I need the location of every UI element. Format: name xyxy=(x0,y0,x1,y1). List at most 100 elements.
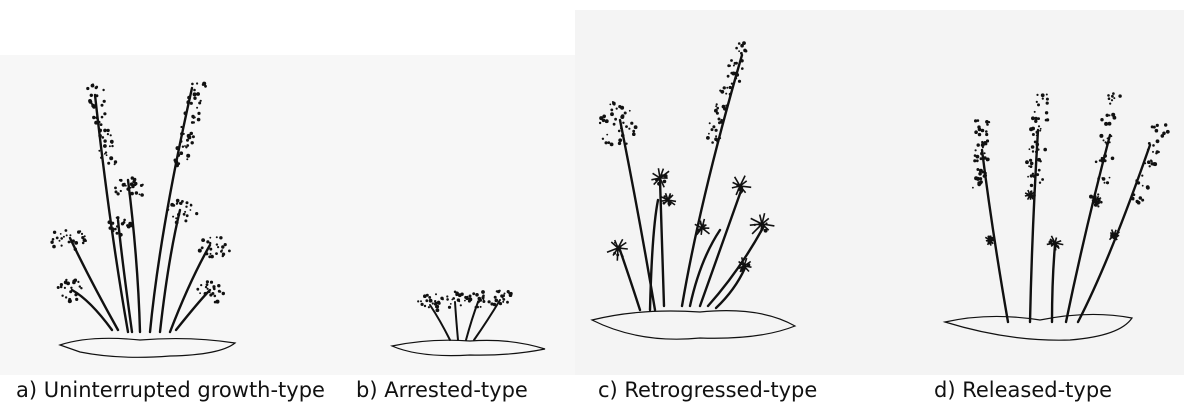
seed-dot xyxy=(1028,193,1032,197)
seed-dot xyxy=(621,134,625,138)
seed-dot xyxy=(657,182,661,186)
seed-dot xyxy=(450,303,452,305)
seed-dot xyxy=(745,50,748,53)
seed-dot xyxy=(205,286,207,288)
seed-dot xyxy=(65,229,68,232)
seed-dot xyxy=(480,306,482,308)
seed-dot xyxy=(632,132,636,136)
seed-dot xyxy=(56,237,59,240)
seed-dot xyxy=(1038,125,1040,127)
seed-dot xyxy=(620,106,624,110)
seed-dot xyxy=(613,123,616,126)
seed-dot xyxy=(1106,114,1109,117)
seed-dot xyxy=(605,121,607,123)
seed-dot xyxy=(467,296,469,298)
seed-dot xyxy=(101,104,104,107)
seed-dot xyxy=(985,133,988,136)
seed-dot xyxy=(198,249,202,253)
seed-dot xyxy=(1142,185,1144,187)
seed-dot xyxy=(1108,97,1111,100)
seed-dot xyxy=(66,282,70,286)
seed-dot xyxy=(106,129,109,132)
seed-dot xyxy=(436,305,440,309)
seed-dot xyxy=(1106,181,1109,184)
seed-dot xyxy=(81,233,83,235)
seed-dot xyxy=(446,295,448,297)
seed-dot xyxy=(109,226,112,229)
seed-dot xyxy=(98,150,100,152)
seed-dot xyxy=(1118,94,1121,97)
seed-dot xyxy=(175,221,179,225)
seed-dot xyxy=(983,175,986,178)
seed-dot xyxy=(711,141,714,144)
seed-dot xyxy=(738,80,741,83)
seed-dot xyxy=(446,298,449,301)
seed-dot xyxy=(116,225,118,227)
seed-dot xyxy=(1133,193,1136,196)
seed-dot xyxy=(985,130,988,133)
seed-dot xyxy=(112,230,114,232)
seed-dot xyxy=(1111,157,1115,161)
seed-dot xyxy=(448,306,451,309)
seed-dot xyxy=(57,286,60,289)
seed-dot xyxy=(452,297,455,300)
seed-dot xyxy=(114,228,117,231)
seed-dot xyxy=(502,298,505,301)
seed-dot xyxy=(740,44,744,48)
seed-dot xyxy=(428,296,431,299)
seed-dot xyxy=(630,122,633,125)
seed-dot xyxy=(66,234,68,236)
seed-dot xyxy=(209,291,211,293)
seed-dot xyxy=(1110,135,1112,137)
seed-dot xyxy=(481,296,484,299)
seed-dot xyxy=(1107,94,1110,97)
seed-dot xyxy=(179,202,182,205)
seed-dot xyxy=(725,105,727,107)
seed-dot xyxy=(103,112,106,115)
seed-dot xyxy=(175,217,177,219)
seed-dot xyxy=(1034,111,1036,113)
seed-dot xyxy=(668,202,672,206)
seed-dot xyxy=(743,263,746,266)
seed-dot xyxy=(1057,245,1060,248)
seed-dot xyxy=(974,176,978,180)
seed-dot xyxy=(103,139,106,142)
seed-dot xyxy=(979,169,983,173)
seed-dot xyxy=(91,103,93,105)
seed-dot xyxy=(725,93,727,95)
seed-dot xyxy=(140,184,143,187)
seed-dot xyxy=(1100,118,1103,121)
seed-dot xyxy=(602,138,604,140)
seed-dot xyxy=(423,294,427,298)
seed-dot xyxy=(716,103,718,105)
seed-dot xyxy=(606,134,608,136)
seed-dot xyxy=(219,291,221,293)
seed-dot xyxy=(495,299,499,303)
seed-dot xyxy=(210,281,213,284)
seed-dot xyxy=(988,241,992,245)
seed-dot xyxy=(103,144,107,148)
seed-dot xyxy=(715,105,717,107)
seed-dot xyxy=(61,295,63,297)
seed-dot xyxy=(984,142,987,145)
seed-dot xyxy=(740,59,743,62)
seed-dot xyxy=(616,253,619,256)
seed-dot xyxy=(442,298,444,300)
seed-dot xyxy=(1156,150,1159,153)
seed-dot xyxy=(632,130,635,133)
seed-dot xyxy=(1036,135,1038,137)
seed-dot xyxy=(131,176,134,179)
seed-dot xyxy=(186,158,188,160)
caption-uninterrupted-growth-type: a) Uninterrupted growth-type xyxy=(16,378,325,402)
seed-dot xyxy=(982,146,984,148)
seed-dot xyxy=(126,187,129,190)
seed-dot xyxy=(210,253,212,255)
seed-dot xyxy=(741,67,744,70)
seed-dot xyxy=(424,305,426,307)
seed-dot xyxy=(95,121,98,124)
seed-dot xyxy=(508,292,510,294)
seed-dot xyxy=(176,164,179,167)
seed-dot xyxy=(421,303,424,306)
seed-dot xyxy=(196,288,199,291)
seed-dot xyxy=(204,292,208,296)
